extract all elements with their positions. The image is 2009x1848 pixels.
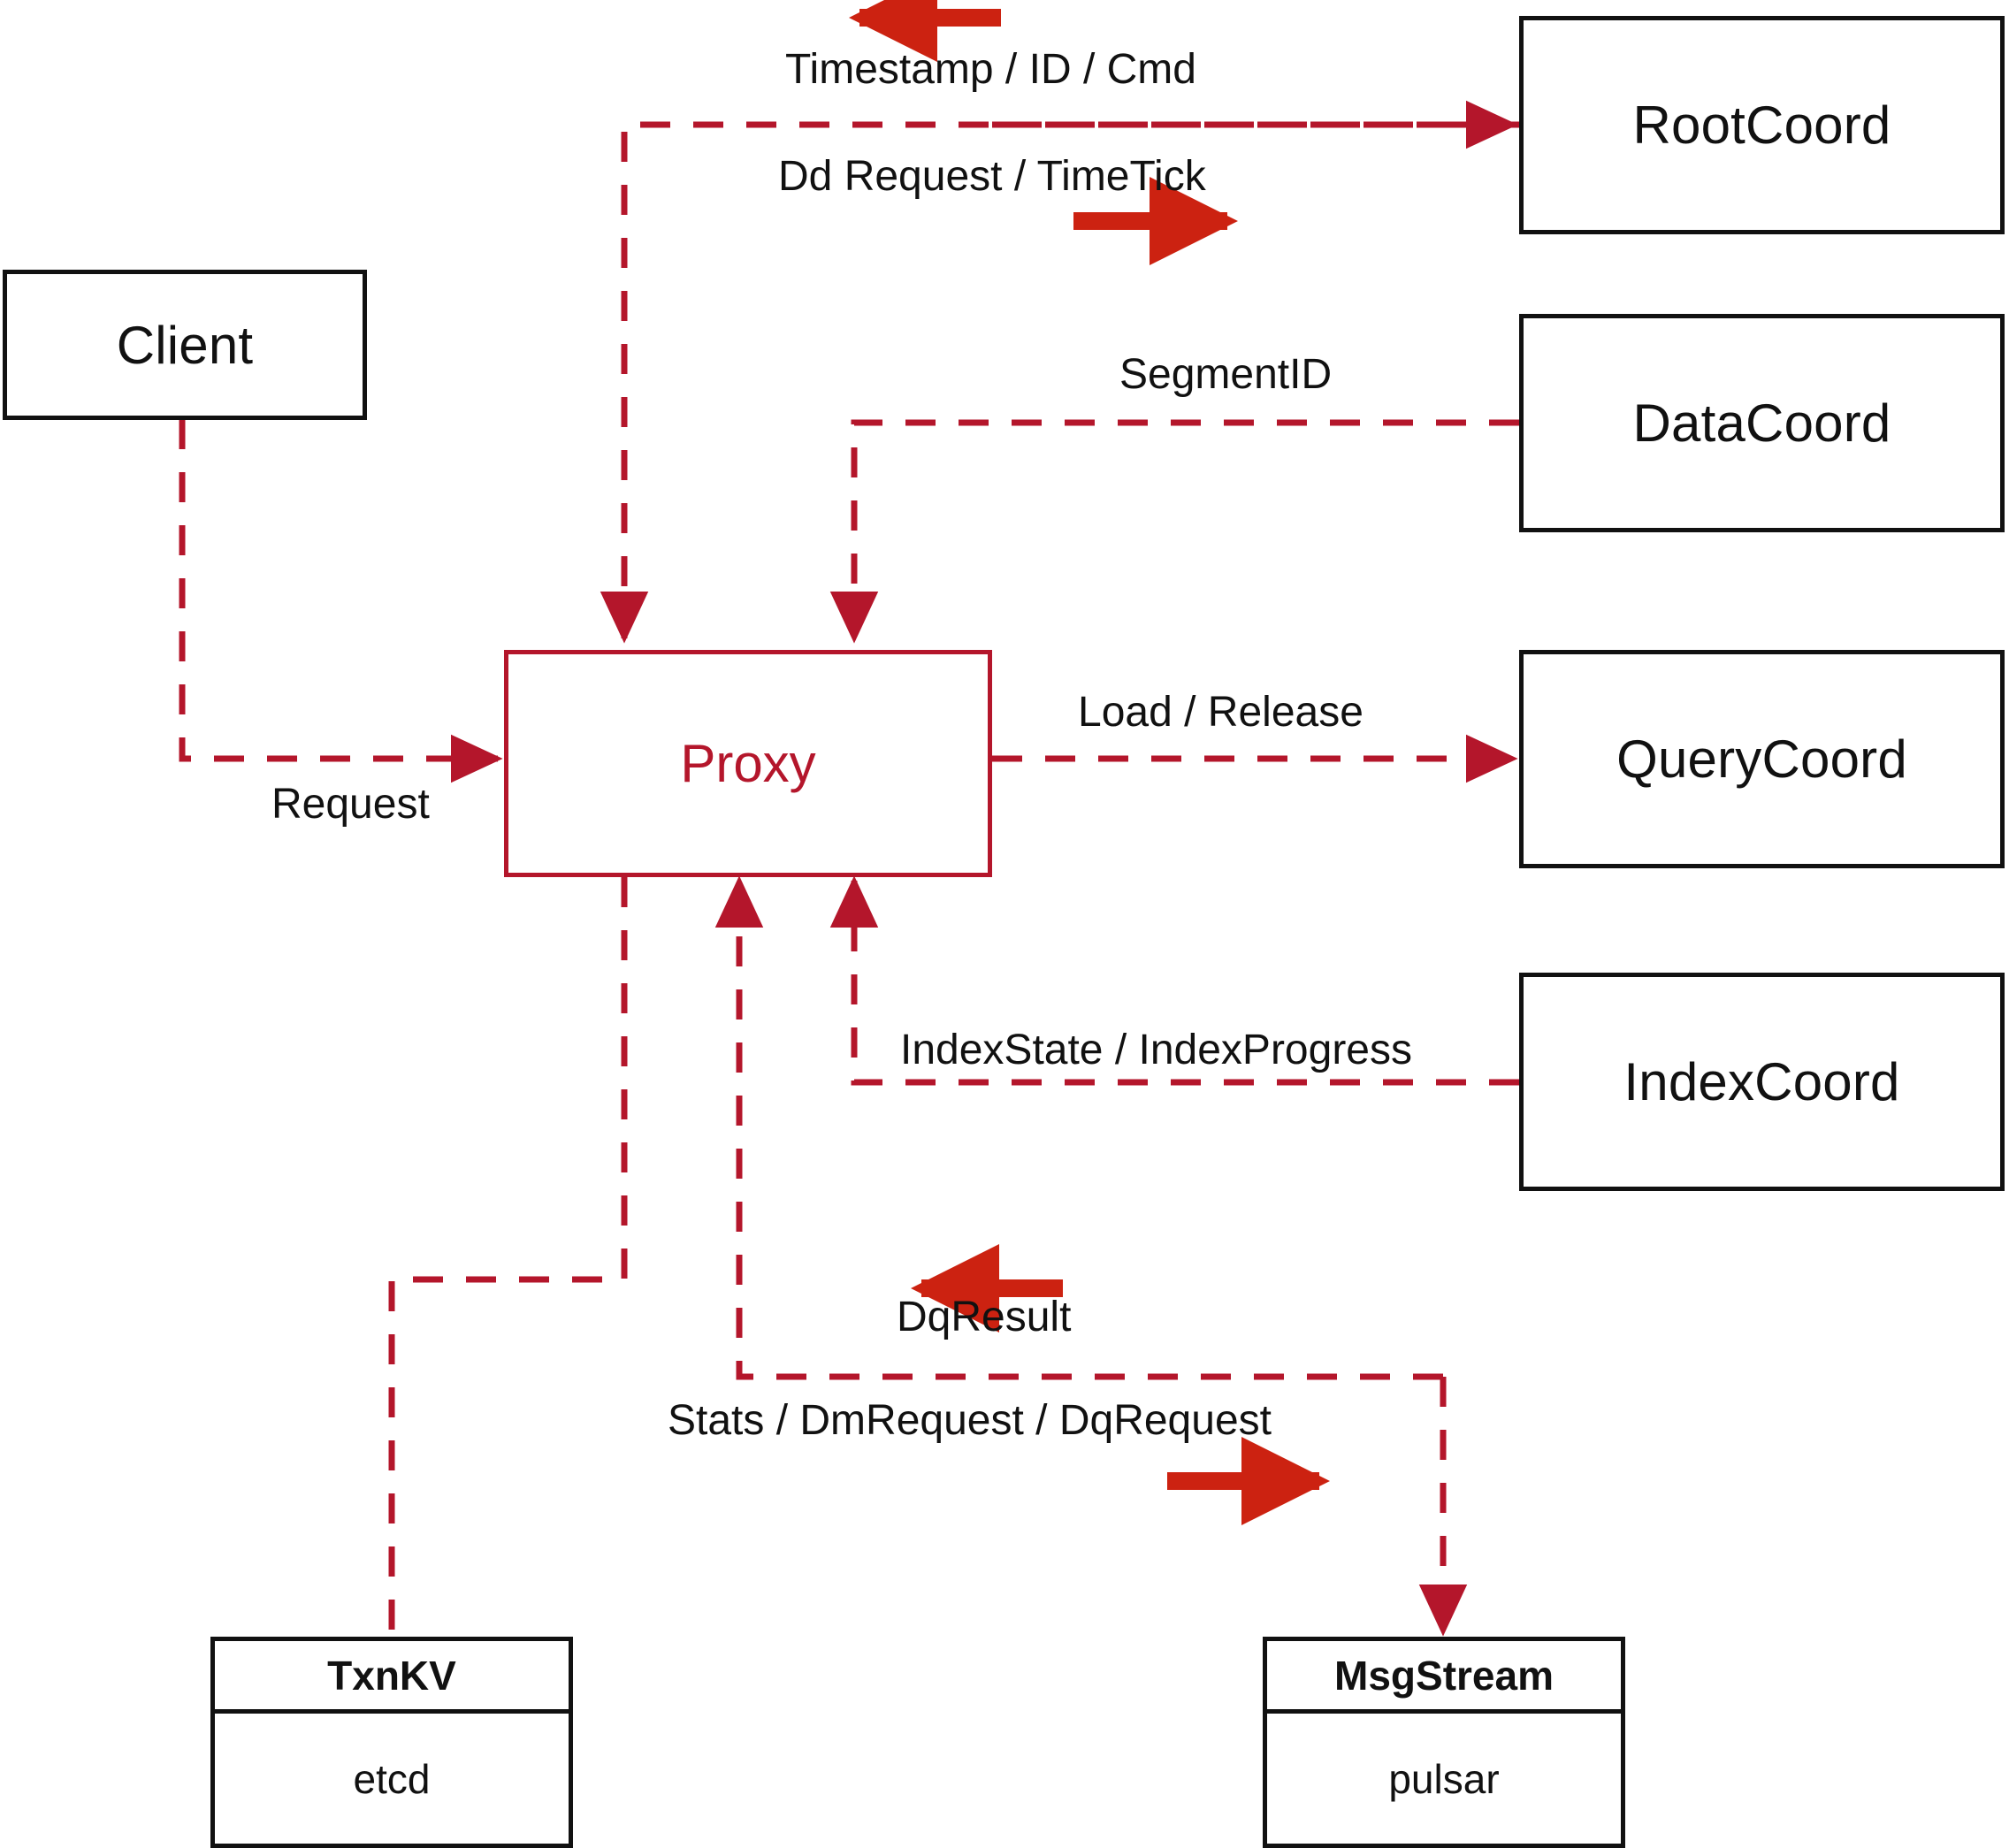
edge-label-index-state-progress: IndexState / IndexProgress <box>900 1027 1412 1073</box>
edge-client-to-proxy <box>179 419 503 783</box>
node-rootcoord[interactable]: RootCoord <box>1519 16 2005 234</box>
node-querycoord-label: QueryCoord <box>1616 729 1907 789</box>
edge-label-segmentid: SegmentID <box>1119 351 1333 398</box>
edge-datacoord-to-proxy <box>829 419 1519 644</box>
node-client[interactable]: Client <box>3 270 367 420</box>
node-indexcoord[interactable]: IndexCoord <box>1519 973 2005 1191</box>
edge-msgstream-to-proxy <box>714 875 1443 1380</box>
node-indexcoord-label: IndexCoord <box>1623 1052 1900 1111</box>
edge-label-dd-request-timetick: Dd Request / TimeTick <box>778 153 1206 200</box>
edge-label-stats-dm-dq-request: Stats / DmRequest / DqRequest <box>668 1397 1272 1444</box>
node-querycoord[interactable]: QueryCoord <box>1519 650 2005 868</box>
edge-label-dq-result: DqResult <box>897 1294 1072 1340</box>
node-proxy[interactable]: Proxy <box>504 650 992 877</box>
node-rootcoord-label: RootCoord <box>1632 95 1891 155</box>
node-client-label: Client <box>116 315 254 375</box>
node-datacoord[interactable]: DataCoord <box>1519 314 2005 532</box>
edge-label-load-release: Load / Release <box>1078 689 1364 736</box>
edge-proxy-to-txnkv <box>388 877 628 1637</box>
store-txnkv-impl: etcd <box>353 1755 431 1802</box>
store-msgstream[interactable]: MsgStream pulsar <box>1263 1637 1625 1848</box>
store-msgstream-impl: pulsar <box>1388 1755 1500 1802</box>
edge-label-request: Request <box>271 781 430 828</box>
store-txnkv[interactable]: TxnKV etcd <box>210 1637 573 1848</box>
store-txnkv-title: TxnKV <box>215 1641 569 1714</box>
edge-label-timestamp-id-cmd: Timestamp / ID / Cmd <box>785 46 1196 93</box>
store-msgstream-title: MsgStream <box>1267 1641 1621 1714</box>
node-proxy-label: Proxy <box>680 734 816 793</box>
node-datacoord-label: DataCoord <box>1632 393 1891 453</box>
edge-rootcoord-to-proxy <box>600 121 1519 644</box>
